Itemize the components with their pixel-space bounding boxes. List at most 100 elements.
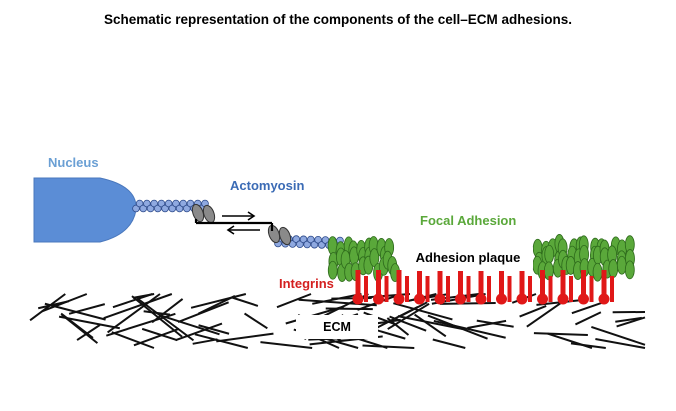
- ecm-fiber: [595, 338, 646, 349]
- ecm-fiber: [393, 302, 453, 321]
- actin-bead: [186, 199, 195, 208]
- ecm-fiber: [362, 344, 415, 349]
- actin-bead: [168, 204, 177, 213]
- actin-bead: [153, 204, 162, 213]
- integrin-stem: [376, 270, 381, 300]
- ecm-fiber: [616, 316, 646, 328]
- focal-adhesion-oval: [592, 262, 603, 282]
- actin-bead: [135, 199, 144, 208]
- ecm-fiber: [192, 338, 218, 345]
- myosin-upper: [191, 203, 216, 224]
- ecm-fiber: [190, 293, 247, 309]
- ecm-fiber: [397, 315, 463, 330]
- ecm-fiber: [175, 322, 223, 342]
- ecm-fibers: [29, 293, 646, 349]
- ecm-fiber: [243, 312, 268, 330]
- integrin-stem: [601, 270, 607, 300]
- integrin-beta: [507, 276, 512, 302]
- ecm-fiber: [198, 324, 230, 335]
- ecm-fiber: [276, 293, 312, 309]
- ecm-fiber: [432, 338, 466, 349]
- focal-adhesion-oval: [608, 259, 619, 278]
- actin-bead: [183, 204, 191, 213]
- integrin-beta: [569, 276, 573, 302]
- focal-adhesion-oval: [624, 260, 635, 280]
- actin-bead: [139, 204, 148, 213]
- ecm-fiber: [467, 319, 507, 329]
- integrin-stem: [478, 270, 484, 300]
- actin-bead: [179, 199, 188, 208]
- ecm-fiber: [231, 296, 259, 307]
- nucleus-shape: [33, 177, 137, 243]
- integrin-head: [434, 293, 446, 305]
- integrin-beta: [528, 276, 532, 302]
- ecm-fiber: [106, 312, 176, 337]
- actin-bead: [143, 199, 151, 208]
- actin-bead: [164, 199, 173, 208]
- ecm-fiber: [414, 313, 447, 338]
- adhesion-plaque-label: Adhesion plaque: [403, 245, 533, 271]
- ecm-fiber: [298, 298, 377, 307]
- focal-adhesion-oval: [616, 255, 627, 275]
- ecm-fiber: [111, 331, 155, 349]
- ecm-fiber: [476, 319, 514, 328]
- myosin-thick-filament: [194, 219, 274, 231]
- actin-bead: [314, 235, 322, 244]
- ecm-fiber: [519, 305, 547, 318]
- ecm-fiber: [615, 316, 642, 323]
- ecm-fiber: [591, 326, 646, 346]
- actin-bead: [299, 235, 308, 244]
- focal-adhesion-oval: [544, 244, 555, 264]
- integrin-beta: [466, 276, 471, 302]
- ecm-fiber: [160, 314, 220, 336]
- integrin-head: [352, 293, 364, 305]
- integrin-stem: [540, 270, 545, 300]
- actin-bead: [132, 204, 140, 213]
- integrin-stem: [396, 270, 402, 300]
- ecm-fiber: [141, 327, 178, 342]
- focal-adhesion-oval: [327, 260, 338, 280]
- figure-title: Schematic representation of the componen…: [103, 12, 573, 27]
- ecm-fiber: [547, 332, 593, 349]
- actomyosin-label: Actomyosin: [230, 178, 305, 193]
- sliding-arrows: [222, 211, 260, 235]
- integrin-beta: [405, 276, 409, 302]
- ecm-fiber: [60, 312, 94, 339]
- integrin-stem: [355, 270, 361, 300]
- integrin-stem: [458, 270, 463, 300]
- actin-bead: [146, 204, 155, 213]
- integrin-stem: [499, 270, 504, 300]
- integrin-head: [578, 293, 589, 305]
- integrin-head: [393, 293, 405, 305]
- integrin-beta: [610, 276, 614, 302]
- integrin-head: [373, 293, 384, 305]
- integrin-stem: [437, 270, 443, 300]
- ecm-fiber: [427, 314, 488, 340]
- ecm-fiber: [260, 341, 313, 349]
- integrin-head: [414, 293, 425, 305]
- ecm-fiber: [136, 297, 195, 342]
- ecm-fiber: [433, 319, 506, 339]
- actin-bead: [157, 199, 166, 208]
- ecm-fiber: [103, 293, 173, 320]
- ecm-fiber: [177, 301, 229, 324]
- actin-bead: [172, 199, 180, 208]
- integrin-head: [496, 293, 507, 305]
- nucleus-label: Nucleus: [48, 155, 99, 170]
- actin-bead: [292, 235, 301, 243]
- integrin-beta: [384, 276, 389, 302]
- ecm-fiber: [387, 302, 430, 330]
- integrin-beta: [364, 276, 368, 302]
- integrin-stem: [519, 270, 525, 300]
- integrin-stem: [560, 270, 566, 300]
- ecm-fiber: [439, 301, 496, 305]
- ecm-fiber: [37, 300, 69, 310]
- focal-adhesion-proteins: [327, 234, 635, 283]
- integrin-stem: [581, 270, 586, 300]
- integrins: [352, 270, 614, 305]
- integrin-beta: [548, 276, 553, 302]
- ecm-fiber: [216, 332, 274, 343]
- integrin-head: [537, 293, 548, 305]
